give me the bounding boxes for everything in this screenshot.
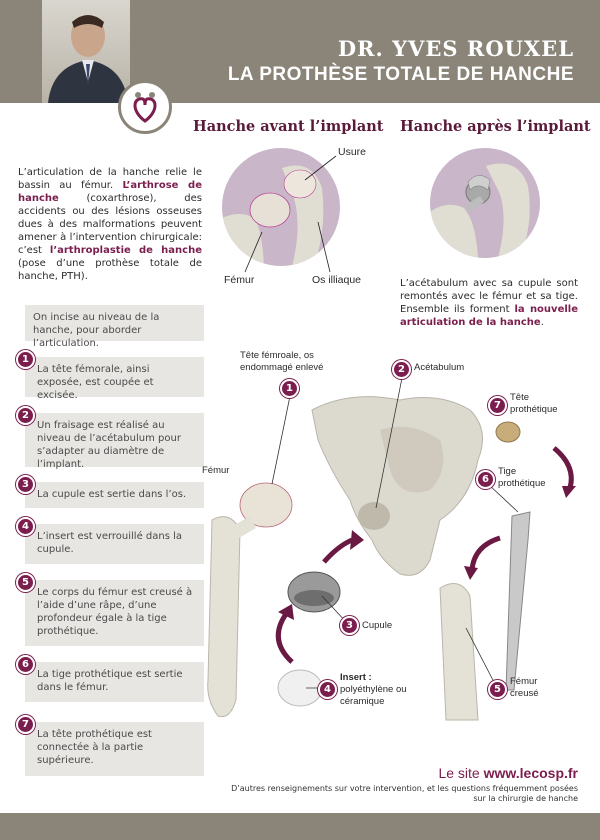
intro-paragraph: L’articulation de la hanche relie le bas… xyxy=(18,166,202,283)
step-3: La cupule est sertie dans l’os. xyxy=(25,482,204,508)
step-2: Un fraisage est réalisé au niveau de l’a… xyxy=(25,413,204,470)
step-number-5: 5 xyxy=(16,573,35,592)
page-title: LA PROTHÈSE TOTALE DE HANCHE xyxy=(227,64,574,85)
after-paragraph: L’acétabulum avec sa cupule sont remonté… xyxy=(400,277,578,329)
heading-before: Hanche avant l’implant xyxy=(193,118,384,135)
step-intro: On incise au niveau de la hanche, pour a… xyxy=(25,305,204,349)
heading-after: Hanche après l’implant xyxy=(400,118,591,135)
step-number-2: 2 xyxy=(16,406,35,425)
intro-highlight-1: L’arthrose de hanche xyxy=(18,180,202,204)
footer-bar xyxy=(0,813,600,840)
doctor-name: DR. YVES ROUXEL xyxy=(337,36,574,61)
diagram-number-1: 1 xyxy=(280,379,299,398)
label-femur-diagram: Fémur xyxy=(202,465,230,476)
intro-text-2: (coxarthrose), des accidents ou des lési… xyxy=(18,193,202,256)
logo-icon xyxy=(118,80,172,134)
label-tete-femorale: Tête fémroale, os endommagé enlevé xyxy=(240,350,324,373)
step-4: L’insert est verrouillé dans la cupule. xyxy=(25,524,204,564)
diagram-number-6: 6 xyxy=(476,470,495,489)
doctor-photo xyxy=(42,0,130,103)
step-number-6: 6 xyxy=(16,655,35,674)
label-cupule: Cupule xyxy=(362,620,393,631)
hip-after-illustration xyxy=(430,148,540,258)
label-femur-creuse: Fémur creusé xyxy=(510,676,539,699)
after-text-1: L’acétabulum avec sa cupule sont remonté… xyxy=(400,278,578,315)
step-number-4: 4 xyxy=(16,517,35,536)
footer-site-link[interactable]: www.lecosp.fr xyxy=(483,765,578,781)
diagram-number-5: 5 xyxy=(488,680,507,699)
footer-site-prefix: Le site xyxy=(438,765,484,781)
after-text-2: . xyxy=(540,317,544,328)
label-acetabulum: Acétabulum xyxy=(414,362,465,373)
intro-text-1: L’articulation de la hanche relie le bas… xyxy=(18,167,202,191)
label-femur-before: Fémur xyxy=(224,274,255,286)
step-5: Le corps du fémur est creusé à l’aide d’… xyxy=(25,580,204,646)
footer-note: D’autres renseignements sur votre interv… xyxy=(231,784,578,803)
step-6: La tige prothétique est sertie dans le f… xyxy=(25,662,204,702)
footer-site: Le site www.lecosp.fr xyxy=(438,765,578,781)
step-number-7: 7 xyxy=(16,715,35,734)
step-number-3: 3 xyxy=(16,475,35,494)
intro-highlight-2: l’arthroplastie de hanche xyxy=(49,245,202,256)
label-usure: Usure xyxy=(338,146,367,158)
diagram-number-4: 4 xyxy=(318,680,337,699)
label-insert-sub: polyéthylène ou céramique xyxy=(340,684,407,707)
diagram-number-2: 2 xyxy=(392,360,411,379)
diagram-number-3: 3 xyxy=(340,616,359,635)
diagram-number-7: 7 xyxy=(488,396,507,415)
label-tete-prothetique: Tête prothétique xyxy=(510,392,558,415)
step-1: La tête fémorale, ainsi exposée, est cou… xyxy=(25,357,204,401)
intro-text-3: (pose d’une prothèse totale de hanche, P… xyxy=(18,258,202,282)
label-insert-title: Insert : xyxy=(340,672,372,683)
step-7: La tête prothétique est connectée à la p… xyxy=(25,722,204,776)
label-os-illiaque: Os illiaque xyxy=(312,274,362,286)
step-number-1: 1 xyxy=(16,350,35,369)
after-highlight: la nouvelle articulation de la hanche xyxy=(400,304,578,328)
label-tige-prothetique: Tige prothétique xyxy=(498,466,546,489)
